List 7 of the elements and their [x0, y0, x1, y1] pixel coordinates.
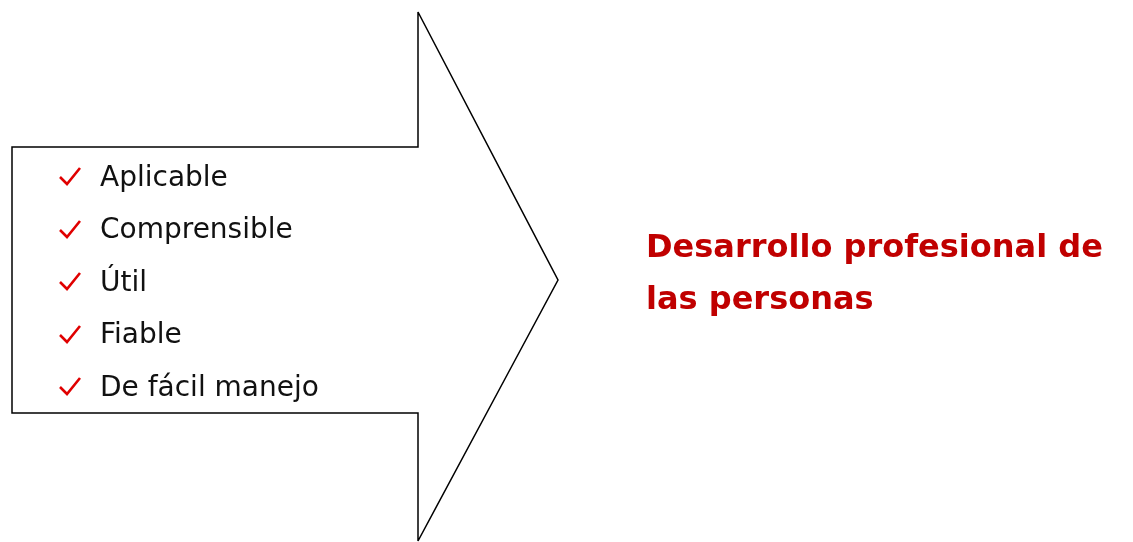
list-item: Útil	[100, 264, 148, 298]
list-item: Fiable	[100, 317, 182, 350]
heading-text: Desarrollo profesional de las personas	[646, 226, 1104, 319]
list-item: De fácil manejo	[100, 369, 319, 403]
list-item: Comprensible	[100, 212, 293, 245]
block-arrow	[10, 10, 560, 542]
list-item: Aplicable	[100, 159, 228, 193]
